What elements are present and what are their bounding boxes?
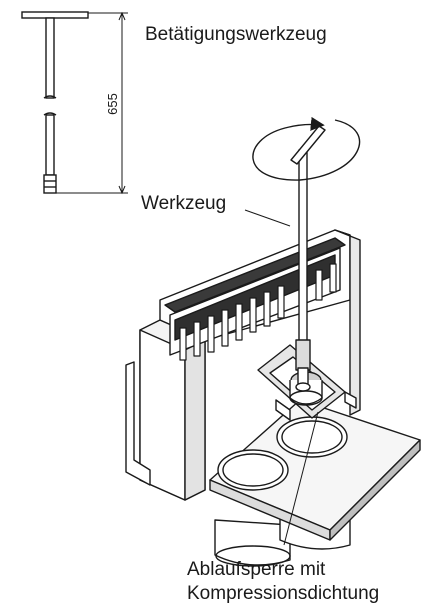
dimension-655 — [56, 11, 128, 195]
leader-werkzeug — [244, 209, 291, 227]
label-actuation-tool: Betätigungswerkzeug — [145, 24, 327, 45]
actuation-tool-detail — [21, 11, 89, 194]
tool-t-handle — [21, 11, 89, 19]
floor-hole-left — [217, 449, 289, 491]
leader-lines — [244, 209, 319, 546]
rotation-arrow — [252, 116, 361, 181]
shaft-break-top — [43, 95, 57, 99]
base-slab — [209, 399, 421, 541]
label-tool: Werkzeug — [141, 193, 227, 214]
comb-teeth — [179, 263, 337, 361]
tool-tip — [43, 174, 57, 194]
dimension-value: 655 — [105, 93, 120, 115]
shaft-break-bottom — [43, 112, 57, 116]
grate-comb — [164, 237, 346, 361]
label-drain-lock-line1: Ablaufsperre mit — [187, 559, 326, 580]
label-drain-lock-line2: Kompressionsdichtung — [187, 583, 380, 604]
drain-assembly-drawing — [125, 116, 421, 567]
tool-shaft-upper — [45, 17, 55, 99]
left-wall — [125, 319, 206, 501]
tool-shaft-lower — [45, 114, 55, 176]
leader-ablaufsperre — [283, 411, 319, 546]
tool-handle — [290, 125, 326, 165]
